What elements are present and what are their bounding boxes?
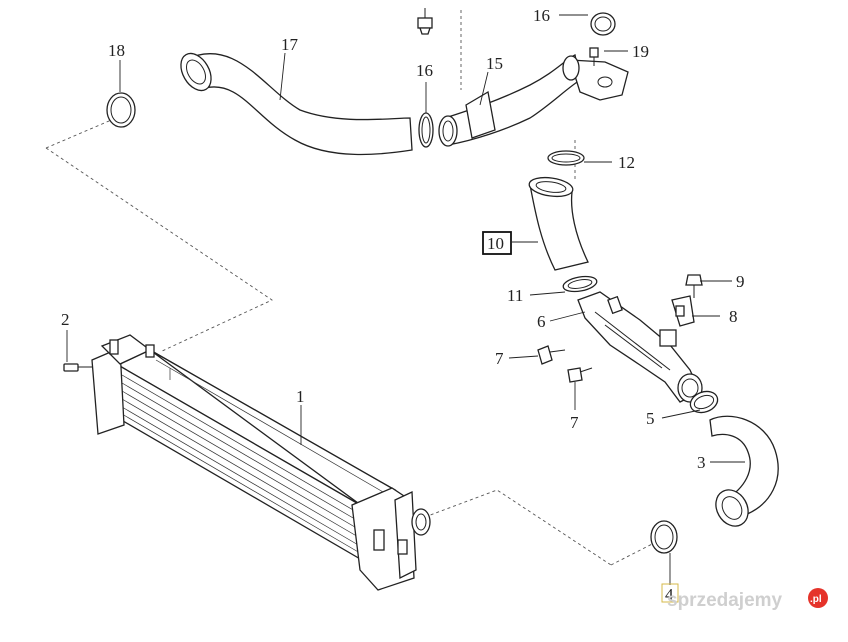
bolt-2: [63, 363, 92, 372]
callout-10: 10: [487, 234, 504, 253]
callout-16-lower: 16: [416, 61, 433, 80]
o-ring-11: [562, 275, 598, 293]
bolt-9: [685, 274, 703, 298]
upper-hose-17: [180, 52, 413, 156]
callout-15: 15: [486, 54, 503, 73]
watermark-text: sprzedajemy: [667, 590, 783, 611]
callout-17: 17: [281, 35, 299, 54]
callout-3: 3: [697, 453, 706, 472]
leader-lines: [66, 14, 745, 585]
sensor-8: [671, 295, 695, 327]
callout-9: 9: [736, 272, 745, 291]
o-ring-18: [106, 92, 136, 128]
callout-19: 19: [632, 42, 649, 61]
callout-5: 5: [646, 409, 655, 428]
callout-1: 1: [296, 387, 305, 406]
watermark: sprzedajemy .pl: [667, 588, 828, 611]
callout-12: 12: [618, 153, 635, 172]
watermark-badge-icon: [808, 588, 828, 608]
callout-11: 11: [507, 286, 523, 305]
callout-6: 6: [537, 312, 546, 331]
intercooler: [91, 334, 431, 591]
o-ring-12: [547, 150, 585, 166]
callout-10-box: [482, 231, 512, 255]
intercooler-fins: [121, 359, 391, 554]
clamp-5: [689, 390, 719, 414]
callout-2: 2: [61, 310, 70, 329]
callout-18: 18: [108, 41, 125, 60]
bolt-7-lower: [567, 367, 593, 383]
clamp-16-upper: [590, 12, 616, 36]
lower-hose-3: [709, 415, 779, 527]
callout-16-upper: 16: [533, 6, 550, 25]
pipe-15: [438, 54, 629, 147]
callout-8: 8: [729, 307, 738, 326]
pipe-10: [528, 176, 589, 271]
o-ring-4: [650, 520, 678, 554]
callout-labels: 1 2 3 4 5 6 7 7 8 9 10 11 12 15 16 16 17…: [61, 6, 745, 604]
bolt-7-upper: [537, 345, 566, 365]
callout-7-lower: 7: [570, 413, 579, 432]
watermark-badge: .pl: [810, 594, 822, 605]
bolt-top: [417, 8, 433, 35]
o-ring-16-lower: [418, 112, 434, 148]
callout-4: 4: [665, 585, 674, 604]
bolt-19: [589, 47, 599, 66]
callout-7-upper: 7: [495, 349, 504, 368]
callout-4-box: [661, 583, 679, 603]
